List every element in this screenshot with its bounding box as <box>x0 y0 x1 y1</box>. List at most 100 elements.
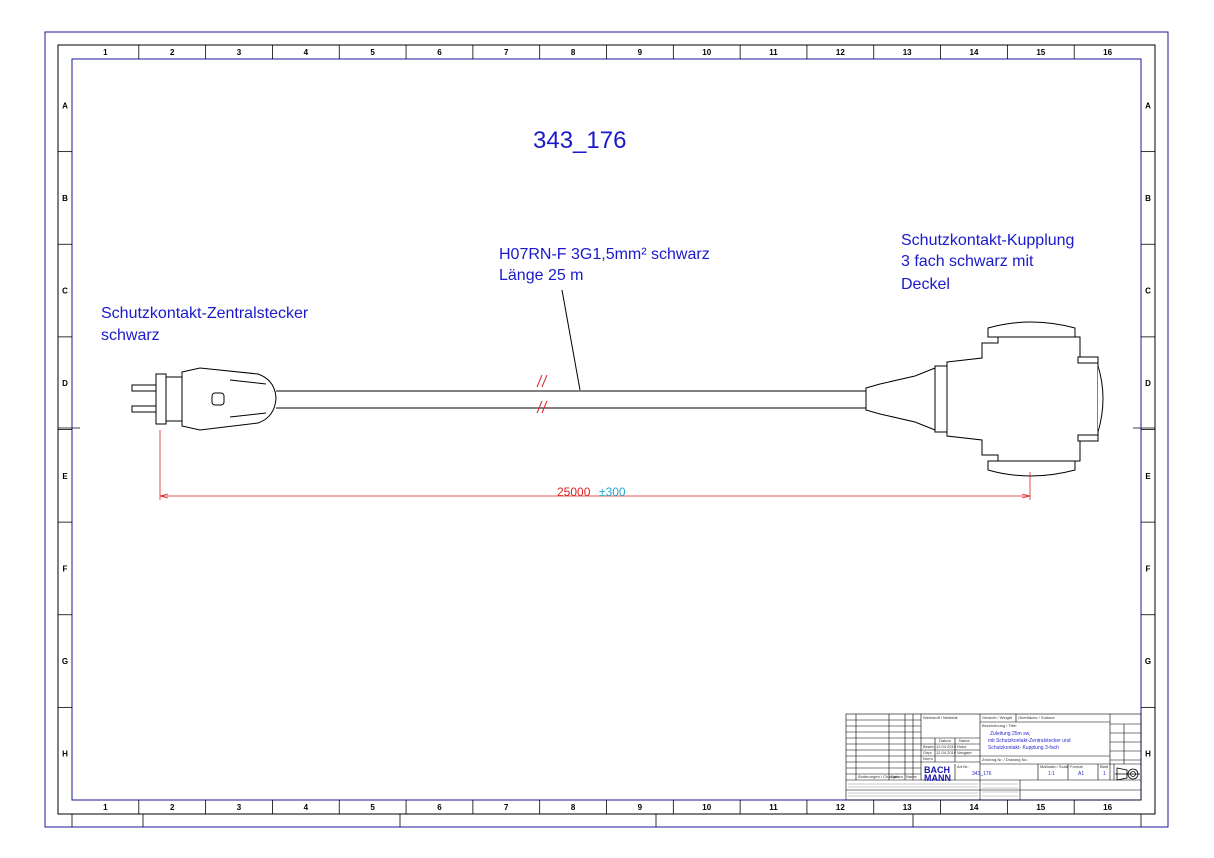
plug-label-line1: Schutzkontakt-Zentralstecker <box>101 305 309 322</box>
tb-scale-header: Maßstab / Scale <box>1040 764 1070 769</box>
plug-grip-line <box>229 379 267 385</box>
plug-body <box>181 367 277 431</box>
zone-column-label: 5 <box>370 803 375 812</box>
tb-date-col: Datum <box>891 774 903 779</box>
zone-column-label: 8 <box>571 48 576 57</box>
tb-part-no-header: Art.Nr.: <box>957 764 969 769</box>
plug-label-line2: schwarz <box>101 327 160 344</box>
zone-column-label: 4 <box>304 48 309 57</box>
schuko-coupling <box>865 321 1104 477</box>
plug-collar <box>165 376 183 422</box>
zone-column-label: 14 <box>970 803 979 812</box>
sheet-outer-border <box>44 31 1169 828</box>
coupling-neck <box>934 365 948 433</box>
tb-material-header: Werkstoff / Material: <box>923 715 958 720</box>
cable-label-line2: Länge 25 m <box>499 267 584 284</box>
dimension-arrow-left <box>159 493 169 499</box>
zone-column-label: 10 <box>702 48 711 57</box>
zone-column-label: 2 <box>170 803 175 812</box>
coupling-label-line2: 3 fach schwarz mit <box>901 253 1034 270</box>
plug-pin-bottom <box>131 405 157 413</box>
zone-row-label: E <box>62 472 68 481</box>
zone-row-label: F <box>1146 564 1151 573</box>
tb-format-header: Format <box>1070 764 1084 769</box>
tb-surface-header: Oberfläche / Surface <box>1018 715 1055 720</box>
tb-sheet: 1 <box>1103 771 1106 777</box>
zone-column-label: 1 <box>103 48 108 57</box>
coupling-label-line3: Deckel <box>901 276 950 293</box>
coupling-strain-relief <box>865 367 936 431</box>
tb-drawing-no-header: Zeichng.Nr. / Drawing No. <box>982 757 1028 762</box>
zone-row-label: A <box>62 101 68 110</box>
zone-column-label: 12 <box>836 48 845 57</box>
zone-column-label: 15 <box>1036 48 1045 57</box>
zone-column-label: 7 <box>504 48 509 57</box>
zone-row-label: H <box>62 750 68 759</box>
zone-column-label: 10 <box>702 803 711 812</box>
zone-row-label: B <box>62 194 68 203</box>
zone-column-label: 15 <box>1036 803 1045 812</box>
plug-pin-top <box>131 384 157 392</box>
coupling-socket-top <box>987 321 1076 338</box>
tb-name-header: Name <box>959 738 970 743</box>
zone-row-label: C <box>1145 287 1151 296</box>
dimension-arrow-right <box>1021 493 1031 499</box>
tb-weight-header: Gewicht / Weight <box>982 715 1013 720</box>
zone-column-label: 14 <box>970 48 979 57</box>
zone-column-label: 9 <box>638 48 643 57</box>
plug-grip-mark <box>211 392 225 406</box>
coupling-socket-bottom <box>987 460 1076 477</box>
zone-row-label: C <box>62 287 68 296</box>
zone-row-label: F <box>63 564 68 573</box>
zone-column-label: 13 <box>903 48 912 57</box>
zone-row-label: B <box>1145 194 1151 203</box>
drawing-title: 343_176 <box>533 127 626 154</box>
zone-row-label: G <box>1145 657 1151 666</box>
zone-row-label: E <box>1145 472 1151 481</box>
zone-row-label: D <box>1145 379 1151 388</box>
zone-row-label: D <box>62 379 68 388</box>
tb-checked-label: Gepr. <box>923 750 933 755</box>
zone-column-label: 16 <box>1103 803 1112 812</box>
zone-row-label: G <box>62 657 68 666</box>
zone-column-label: 6 <box>437 48 442 57</box>
tb-date-header: Datum <box>939 738 951 743</box>
cable-label-line1: H07RN-F 3G1,5mm² schwarz <box>499 246 710 263</box>
zone-column-label: 9 <box>638 803 643 812</box>
tb-scale: 1:1 <box>1048 771 1055 777</box>
zone-column-label: 12 <box>836 803 845 812</box>
zone-column-label: 7 <box>504 803 509 812</box>
zone-column-label: 13 <box>903 803 912 812</box>
cable <box>276 390 866 409</box>
tb-revision-header: Änderungen / Changes <box>858 774 899 779</box>
tb-format: A1 <box>1078 771 1084 777</box>
coupling-key-top <box>1077 356 1099 364</box>
zone-column-label: 1 <box>103 803 108 812</box>
zone-column-label: 2 <box>170 48 175 57</box>
tb-checked-date: 12.04.2019 <box>936 750 957 755</box>
coupling-label-line1: Schutzkontakt-Kupplung <box>901 232 1074 249</box>
zone-column-label: 8 <box>571 803 576 812</box>
tb-designation-line3: Schutzkontakt- Kupplung 3-fach <box>988 745 1059 751</box>
dimension-tolerance: ±300 <box>599 485 626 499</box>
cable-leader-line <box>561 289 581 391</box>
tb-logo-line2: MANN <box>924 773 951 783</box>
tb-checked-name: Vangaer <box>957 750 972 755</box>
cable-break-mark <box>536 374 548 414</box>
zone-labels: 1122334455667788991010111112121313141415… <box>62 48 1151 812</box>
tb-logo-line1: BACH <box>924 765 950 775</box>
schuko-plug <box>131 367 277 431</box>
plug-face <box>155 373 167 425</box>
tb-part-no: 343_176 <box>972 771 992 777</box>
zone-row-label: A <box>1145 101 1151 110</box>
tb-norm-label: Norm <box>923 756 933 761</box>
zone-column-label: 4 <box>304 803 309 812</box>
title-block <box>845 713 1142 801</box>
plug-grip-line <box>229 412 267 418</box>
tb-drawn-name: Hubs <box>957 744 966 749</box>
tb-fine-print <box>848 783 1018 797</box>
coupling-body <box>946 336 1099 462</box>
tb-drawn-date: 12.04.2019 <box>936 744 957 749</box>
coupling-socket-right <box>1097 365 1104 433</box>
